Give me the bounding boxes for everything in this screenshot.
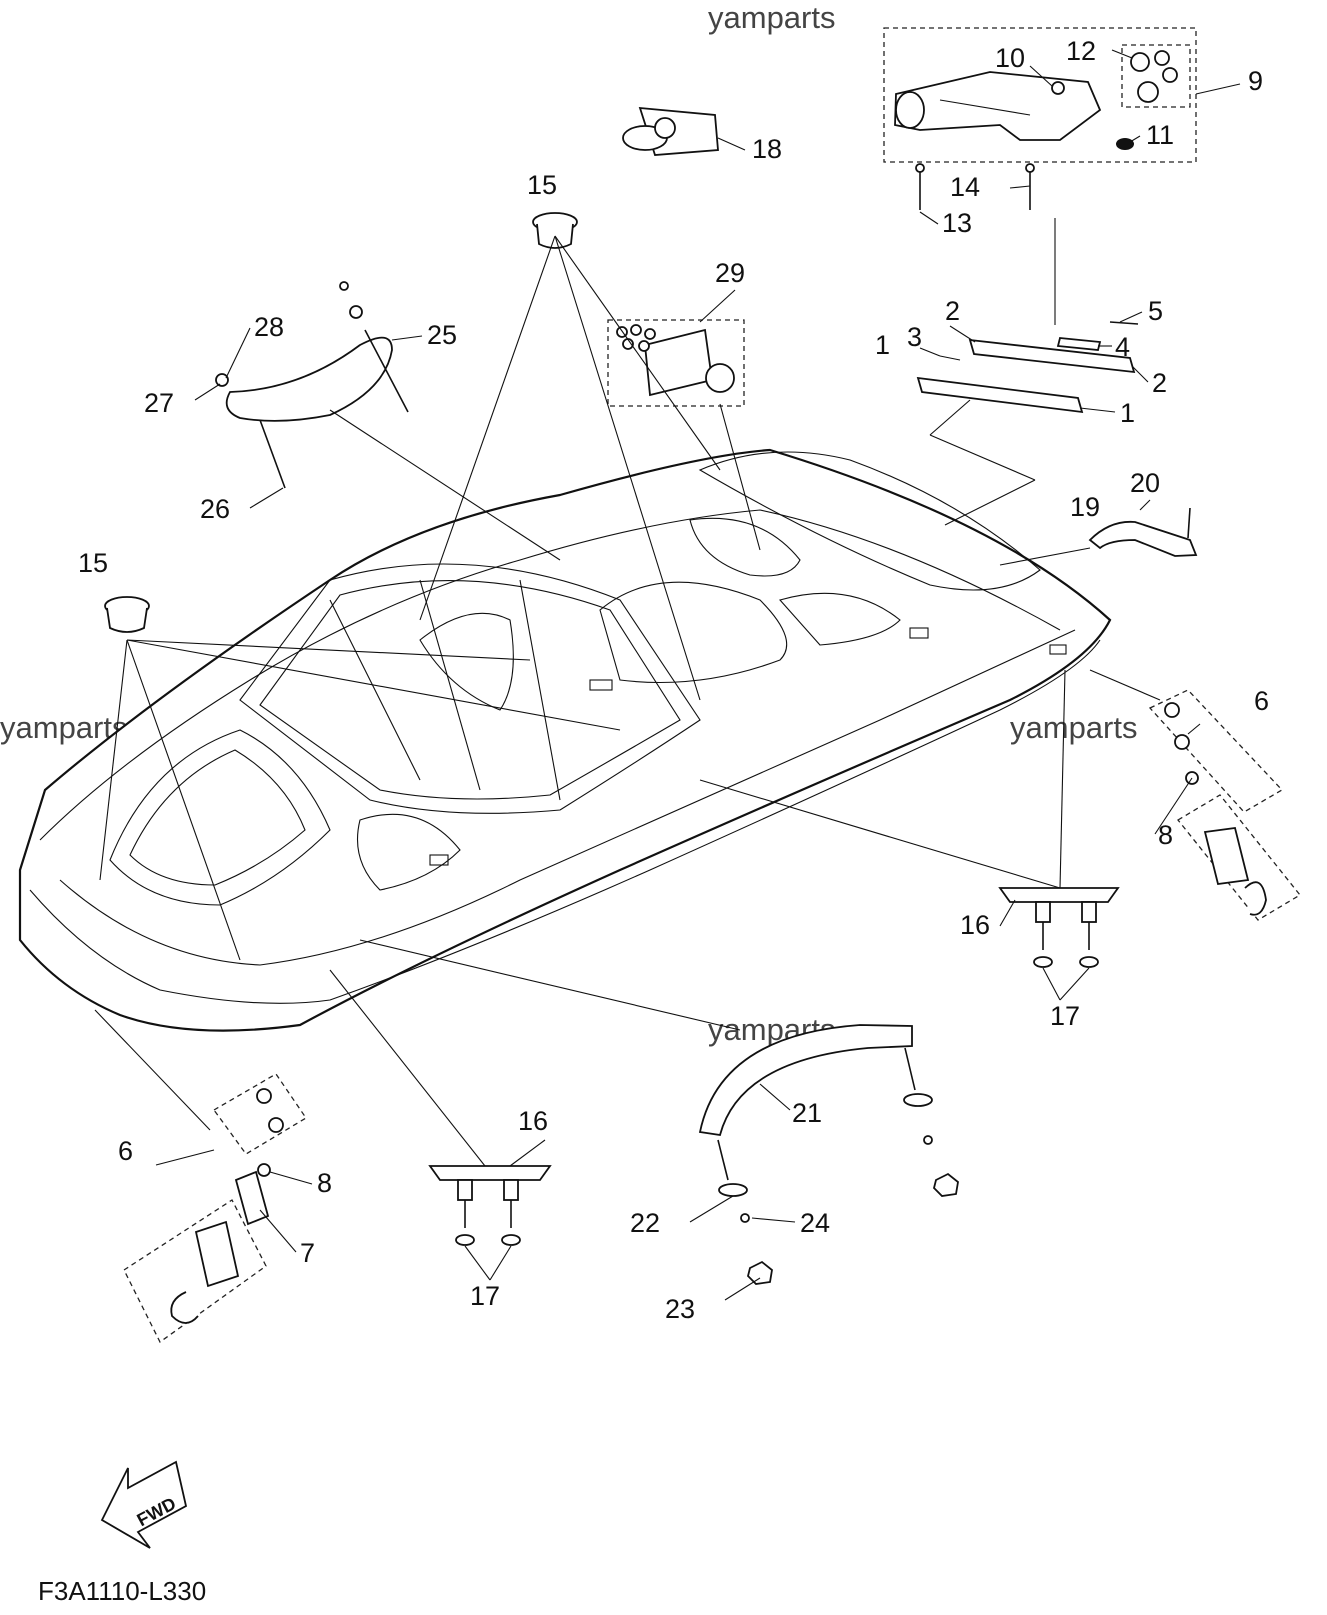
callout-25: 25 bbox=[427, 320, 457, 350]
callout-14: 14 bbox=[950, 172, 980, 202]
callout-18: 18 bbox=[752, 134, 782, 164]
tow-eye-right bbox=[1164, 702, 1267, 916]
callout-6b: 6 bbox=[118, 1136, 133, 1166]
callout-21: 21 bbox=[792, 1098, 822, 1128]
callout-11: 11 bbox=[1146, 120, 1174, 150]
leader-lines bbox=[94, 218, 1161, 1167]
fwd-arrow-icon: FWD bbox=[100, 1460, 188, 1549]
callout-15a: 15 bbox=[527, 170, 557, 200]
mounting-bracket bbox=[894, 50, 1178, 150]
boat-hull bbox=[18, 448, 1112, 1032]
callout-10: 10 bbox=[995, 43, 1025, 73]
assembly-box-9 bbox=[883, 27, 1197, 163]
callout-stubs bbox=[155, 49, 1241, 1301]
assembly-box-29 bbox=[607, 319, 745, 407]
callout-labels: 1 2 2 1 3 4 5 6 6 7 8 8 9 10 11 12 13 14… bbox=[78, 36, 1269, 1324]
callout-8a: 8 bbox=[1158, 820, 1173, 850]
callout-8b: 8 bbox=[317, 1168, 332, 1198]
watermark-top: yamparts bbox=[708, 0, 835, 35]
assembly-box-6-left-upper bbox=[213, 1073, 307, 1155]
tow-eye-left bbox=[170, 1088, 284, 1324]
callout-3: 3 bbox=[907, 322, 922, 352]
callout-26: 26 bbox=[200, 494, 230, 524]
callout-15b: 15 bbox=[78, 548, 108, 578]
rails bbox=[916, 321, 1139, 414]
callout-17a: 17 bbox=[1050, 1001, 1080, 1031]
ski-tow-pylon bbox=[698, 1024, 959, 1285]
callout-17b: 17 bbox=[470, 1281, 500, 1311]
drain-plate bbox=[616, 324, 735, 397]
cup-holder-top bbox=[532, 212, 578, 249]
cup-holder-left bbox=[104, 596, 150, 633]
callout-20: 20 bbox=[1130, 468, 1160, 498]
callout-12: 12 bbox=[1066, 36, 1096, 66]
cleat-center bbox=[428, 1165, 552, 1246]
cleat-right bbox=[998, 887, 1120, 968]
watermark-right: yamparts bbox=[1010, 710, 1137, 745]
callout-7: 7 bbox=[300, 1238, 315, 1268]
drain-plug bbox=[622, 106, 719, 156]
callout-2b: 2 bbox=[1152, 368, 1167, 398]
callout-19: 19 bbox=[1070, 492, 1100, 522]
assembly-box-6-right-upper bbox=[1148, 689, 1284, 813]
assembly-box-12 bbox=[1121, 44, 1191, 108]
callout-1b: 1 bbox=[875, 330, 890, 360]
screws-13-14 bbox=[915, 163, 1035, 210]
callout-22: 22 bbox=[630, 1208, 660, 1238]
callout-9: 9 bbox=[1248, 66, 1263, 96]
callout-4: 4 bbox=[1115, 332, 1130, 362]
callout-27: 27 bbox=[144, 388, 174, 418]
grab-handle bbox=[215, 281, 409, 489]
callout-6a: 6 bbox=[1254, 686, 1269, 716]
callout-5: 5 bbox=[1148, 296, 1163, 326]
assembly-box-6-left-lower bbox=[123, 1199, 267, 1343]
callout-24: 24 bbox=[800, 1208, 830, 1238]
callout-1: 1 bbox=[1120, 398, 1135, 428]
callout-28: 28 bbox=[254, 312, 284, 342]
strap bbox=[1088, 507, 1198, 557]
callout-23: 23 bbox=[665, 1294, 695, 1324]
callout-2a: 2 bbox=[945, 296, 960, 326]
callout-16b: 16 bbox=[518, 1106, 548, 1136]
callout-16a: 16 bbox=[960, 910, 990, 940]
diagram-code: F3A1110-L330 bbox=[38, 1576, 206, 1606]
callout-29: 29 bbox=[715, 258, 745, 288]
callout-13: 13 bbox=[942, 208, 972, 238]
